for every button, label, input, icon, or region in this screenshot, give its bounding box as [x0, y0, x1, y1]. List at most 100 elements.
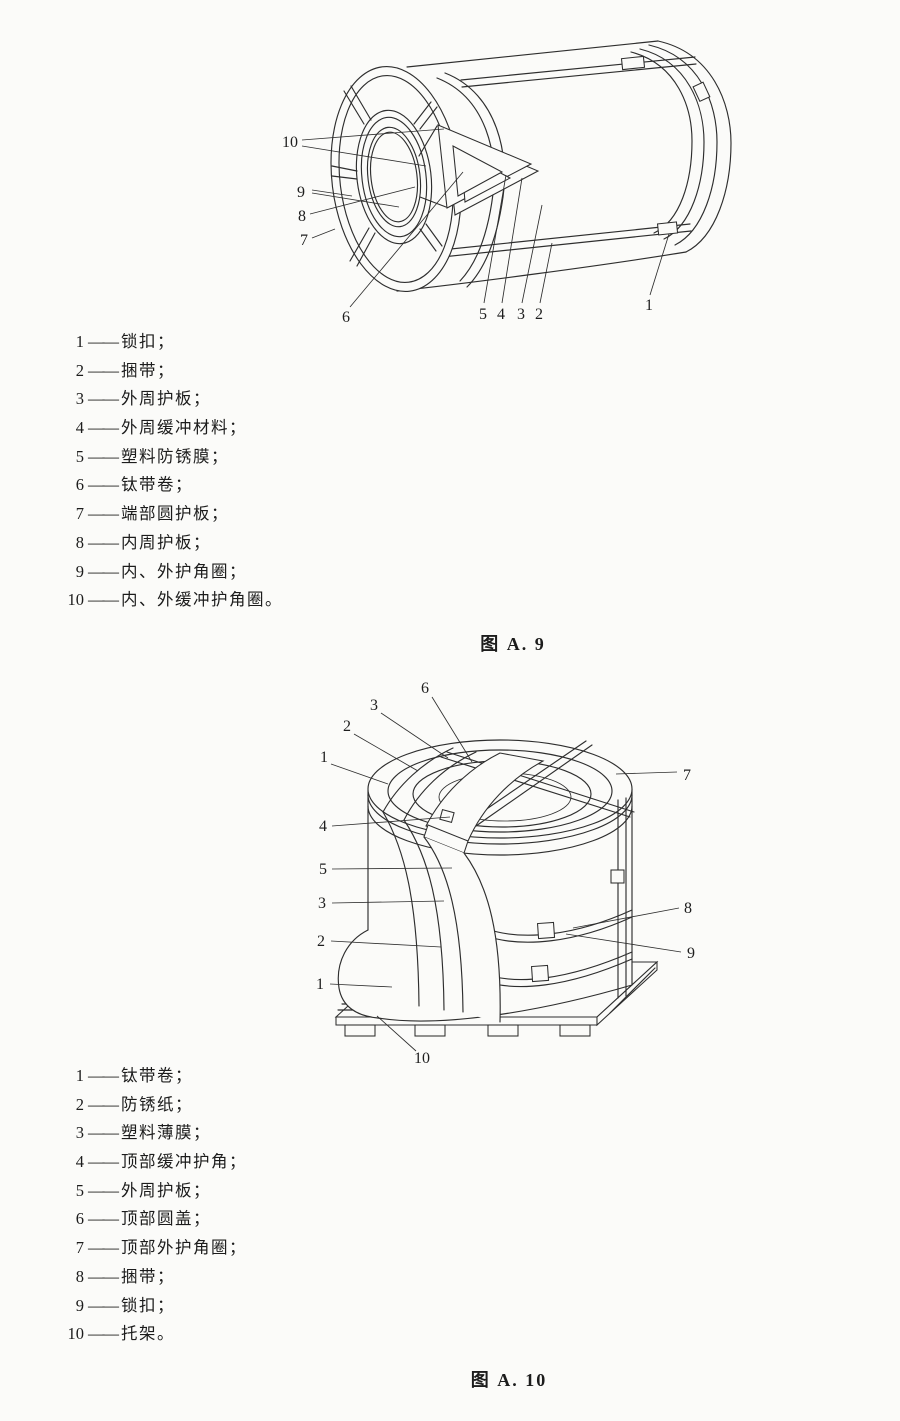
legend-dash: ——	[88, 1238, 119, 1258]
legend-number: 2	[75, 360, 84, 380]
strap-buckle	[536, 921, 556, 940]
legend-number: 10	[67, 590, 85, 610]
legend-item: 9——锁扣；	[62, 1292, 247, 1321]
legend-label: 内、外缓冲护角圈。	[121, 590, 283, 610]
callout-3: 3	[517, 306, 525, 323]
legend-dash: ——	[88, 504, 119, 524]
legend-label: 捆带；	[121, 1266, 175, 1286]
legend-dash: ——	[88, 389, 119, 409]
callout-5: 5	[479, 306, 487, 323]
legend-number: 10	[67, 1324, 85, 1344]
legend-item: 4——外周缓冲材料；	[62, 414, 283, 443]
legend-dash: ——	[88, 1123, 119, 1143]
legend-label: 钛带卷；	[121, 1066, 193, 1085]
callout-4: 4	[497, 306, 505, 323]
legend-label: 外周护板；	[121, 1180, 211, 1200]
legend-label: 锁扣；	[121, 1295, 175, 1315]
strap-buckle	[530, 964, 550, 983]
legend-label: 顶部圆盖；	[121, 1209, 211, 1229]
legend-label: 外周护板；	[121, 389, 211, 409]
callout-8: 8	[298, 208, 306, 225]
legend-dash: ——	[88, 532, 119, 552]
legend-dash: ——	[88, 1152, 119, 1172]
peeled-band-front-edge	[463, 852, 501, 1023]
legend-dash: ——	[88, 1066, 119, 1085]
legend-label: 内周护板；	[121, 532, 211, 552]
figure-a9-legend: 1——锁扣； 2——捆带； 3——外周护板； 4——外周缓冲材料； 5——塑料防…	[62, 328, 283, 615]
legend-item: 4——顶部缓冲护角；	[62, 1148, 247, 1177]
legend-item: 3——塑料薄膜；	[62, 1119, 247, 1148]
top-cushion-corner	[439, 808, 455, 824]
legend-dash: ——	[88, 1094, 119, 1114]
legend-dash: ——	[88, 590, 119, 610]
legend-dash: ——	[88, 360, 119, 380]
figure-a10-leader-lines	[329, 696, 682, 1052]
strap-buckle	[610, 869, 625, 884]
legend-item: 7——顶部外护角圈；	[62, 1234, 247, 1263]
legend-number: 4	[75, 418, 84, 438]
pallet-foot	[487, 1024, 519, 1037]
legend-item: 2——捆带；	[62, 357, 283, 386]
legend-item: 8——内周护板；	[62, 529, 283, 558]
legend-dash: ——	[88, 1266, 119, 1286]
legend-number: 9	[75, 1295, 84, 1315]
legend-number: 3	[75, 389, 84, 409]
legend-item: 3——外周护板；	[62, 385, 283, 414]
callout-7: 7	[683, 767, 691, 784]
legend-number: 8	[75, 532, 84, 552]
legend-number: 5	[75, 446, 84, 466]
callout-2b: 2	[317, 933, 325, 950]
legend-item: 9——内、外护角圈；	[62, 558, 283, 587]
legend-number: 4	[75, 1152, 84, 1172]
callout-6: 6	[421, 680, 429, 697]
callout-8: 8	[684, 900, 692, 917]
callout-2: 2	[535, 306, 543, 323]
legend-dash: ——	[88, 1295, 119, 1315]
legend-number: 1	[75, 332, 84, 351]
strap-buckle	[620, 55, 646, 71]
callout-3b: 3	[318, 895, 326, 912]
legend-item: 1——钛带卷；	[62, 1062, 247, 1091]
legend-number: 2	[75, 1094, 84, 1114]
legend-number: 1	[75, 1066, 84, 1085]
figure-a10-caption: 图 A. 10	[470, 1370, 548, 1390]
legend-dash: ——	[88, 332, 119, 351]
legend-label: 托架。	[121, 1324, 175, 1344]
coil-horizontal-drawing	[330, 40, 732, 293]
figure-a10-legend: 1——钛带卷； 2——防锈纸； 3——塑料薄膜； 4——顶部缓冲护角； 5——外…	[62, 1062, 247, 1349]
peeled-layer-wedge-inner	[452, 145, 504, 197]
legend-label: 顶部缓冲护角；	[121, 1152, 247, 1172]
figure-a9-leader-lines	[301, 128, 670, 308]
exposed-coil-edge	[337, 929, 379, 1019]
callout-10: 10	[282, 134, 298, 151]
legend-number: 6	[75, 475, 84, 495]
legend-number: 3	[75, 1123, 84, 1143]
legend-item: 10——内、外缓冲护角圈。	[62, 586, 283, 615]
legend-dash: ——	[88, 475, 119, 495]
pallet-foot	[559, 1024, 591, 1037]
legend-number: 5	[75, 1180, 84, 1200]
legend-item: 1——锁扣；	[62, 328, 283, 357]
legend-label: 锁扣；	[121, 332, 175, 351]
legend-label: 内、外护角圈；	[121, 561, 247, 581]
legend-number: 6	[75, 1209, 84, 1229]
callout-7: 7	[300, 232, 308, 249]
callout-1b: 1	[316, 976, 324, 993]
legend-item: 5——塑料防锈膜；	[62, 443, 283, 472]
legend-dash: ——	[88, 418, 119, 438]
legend-label: 外周缓冲材料；	[121, 418, 247, 438]
legend-label: 防锈纸；	[121, 1094, 193, 1114]
legend-dash: ——	[88, 1180, 119, 1200]
figure-a10-diagram: 6 3 2 1 7 4 5 3 2 1 8 9 10	[316, 680, 695, 1067]
figure-a9-callouts: 10 9 8 7 6 5 4 3 2 1	[282, 134, 653, 326]
callout-10: 10	[414, 1050, 430, 1067]
legend-item: 6——钛带卷；	[62, 471, 283, 500]
callout-4: 4	[319, 818, 327, 835]
callout-9: 9	[687, 945, 695, 962]
pallet-foot	[414, 1024, 446, 1037]
legend-dash: ——	[88, 1324, 119, 1344]
legend-label: 塑料防锈膜；	[121, 446, 229, 466]
legend-number: 9	[75, 561, 84, 581]
legend-label: 塑料薄膜；	[121, 1123, 211, 1143]
callout-3: 3	[370, 697, 378, 714]
